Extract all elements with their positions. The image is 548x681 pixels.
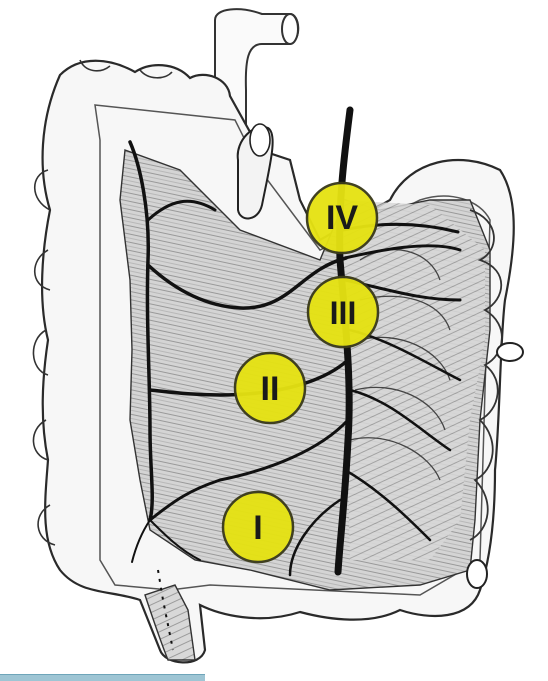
zone-label-iii: III <box>330 295 357 331</box>
zone-label-i: I <box>253 509 262 547</box>
zone-marker-iii: III <box>308 277 378 347</box>
zone-marker-iv: IV <box>307 183 377 253</box>
zone-label-ii: II <box>261 370 280 408</box>
zone-label-iv: IV <box>326 199 358 237</box>
zone-marker-ii: II <box>235 353 305 423</box>
zone-marker-i: I <box>223 492 293 562</box>
